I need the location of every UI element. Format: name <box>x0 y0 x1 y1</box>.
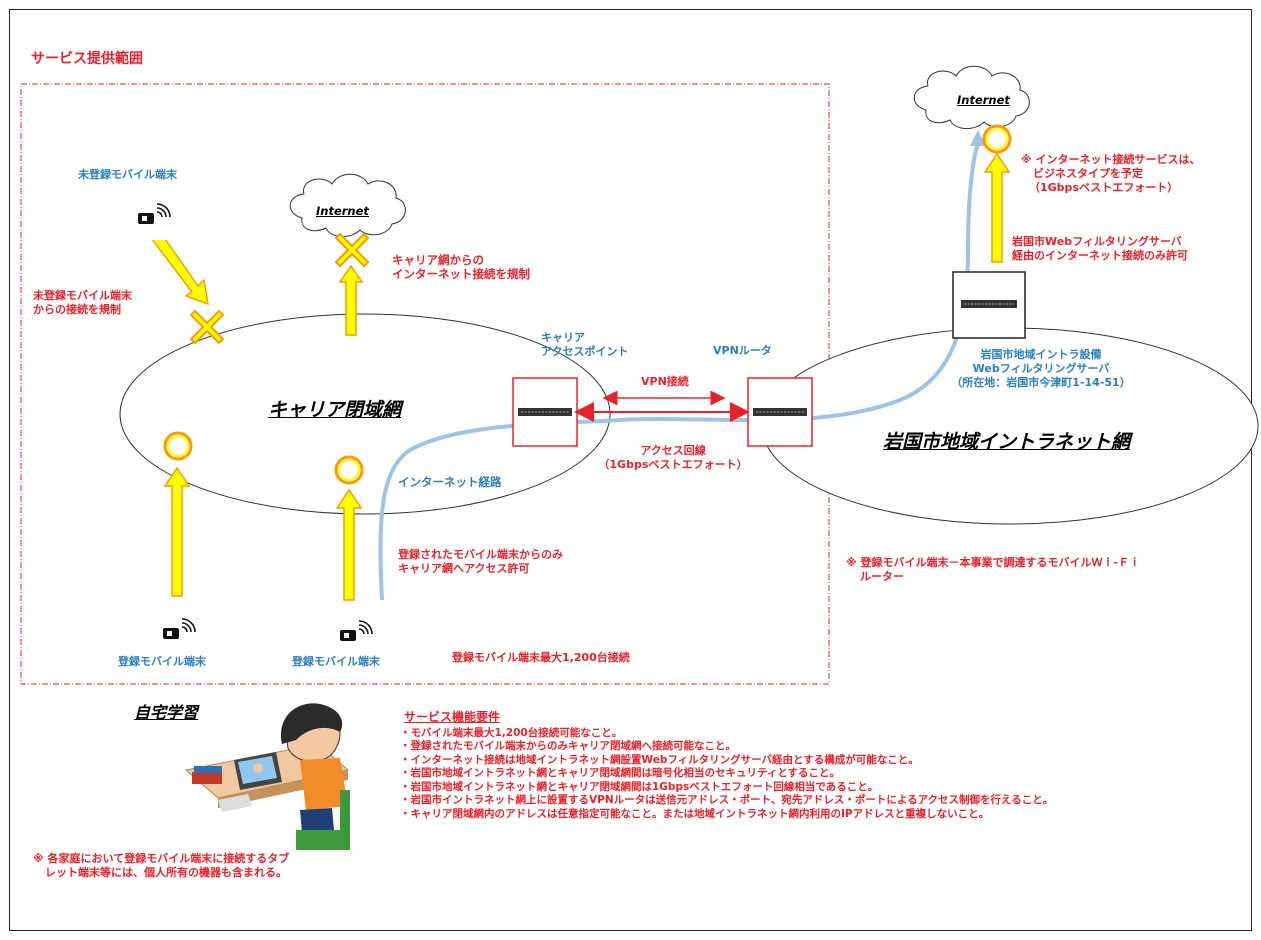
unregistered-device-icon <box>128 195 174 241</box>
router-note-line2: ルーター <box>860 569 904 583</box>
carrier-access-point-label: キャリア アクセスポイント <box>541 331 628 359</box>
home-study-note: ※ 各家庭において登録モバイル端末に接続するタブ レット端末等には、個人所有の機… <box>33 852 289 880</box>
registered-device-icon-1 <box>153 610 199 656</box>
server-label-line2: Webフィルタリングサーバ <box>972 361 1110 375</box>
diagram-frame <box>9 9 1252 931</box>
access-line-line2: （1Gbpsベストエフォート） <box>598 457 748 471</box>
requirement-item: ・キャリア閉域網内のアドレスは任意指定可能なこと。または地域イントラネット網内利… <box>400 807 990 820</box>
server-label-line3: （所在地：岩国市今津町1-14-51） <box>951 375 1131 389</box>
requirements-title: サービス機能要件 <box>404 710 501 724</box>
unregistered-block-note-line2: からの接続を規制 <box>33 302 121 316</box>
max-devices-note: 登録モバイル端末最大1,200台接続 <box>452 651 630 664</box>
requirement-item: ・岩国市イントラネット網上に設置するVPNルータは送信元アドレス・ポート、宛先ア… <box>400 794 1054 807</box>
internet-route-arrowhead <box>970 130 986 146</box>
home-study-title: 自宅学習 <box>134 703 199 722</box>
intranet-name: 岩国市地域イントラネット網 <box>883 431 1131 453</box>
requirement-item: ・登録されたモバイル端末からのみキャリア閉域網へ接続可能なこと。 <box>400 740 736 753</box>
ring-internet-top <box>982 124 1012 154</box>
internet-service-note-line1: ※ インターネット接続サービスは、 <box>1021 153 1201 166</box>
registered-device-icon-2 <box>330 612 376 658</box>
vpn-router-label: VPNルータ <box>713 344 772 357</box>
registered-access-note: 登録されたモバイル端末からのみ キャリア網へアクセス許可 <box>398 548 563 576</box>
ring-internet-top-inner <box>986 128 1008 150</box>
filter-note: 岩国市Webフィルタリングサーバ 経由のインターネット接続のみ許可 <box>1012 235 1188 263</box>
carrier-access-point-icon <box>512 377 578 447</box>
unregistered-device-label: 未登録モバイル端末 <box>78 168 177 181</box>
arrow-blocked-internet <box>338 264 364 336</box>
carrier-block-note: キャリア網からの インターネット接続を規制 <box>392 253 530 282</box>
carrier-network-name: キャリア閉域網 <box>268 399 402 421</box>
access-line-line1: アクセス回線 <box>640 444 706 457</box>
server-label: 岩国市地域イントラ設備 Webフィルタリングサーバ （所在地：岩国市今津町1-1… <box>946 348 1136 389</box>
router-note-line1: ※ 登録モバイル端末－本事業で調達するモバイルＷｉ-Ｆｉ <box>846 556 1141 569</box>
registered-access-note-line1: 登録されたモバイル端末からのみ <box>398 548 563 561</box>
internet-route-label: インターネット経路 <box>398 475 502 489</box>
web-filter-server-icon <box>952 271 1026 339</box>
ring-registered-2-inner <box>338 459 360 481</box>
internet-service-note: ※ インターネット接続サービスは、 ビジネスタイプを予定 （1Gbpsベストエフ… <box>1021 153 1201 194</box>
arrow-server-to-internet <box>983 152 1011 263</box>
ring-registered-1 <box>163 431 193 461</box>
carrier-access-point-line1: キャリア <box>541 331 585 344</box>
ring-registered-1-inner <box>167 435 189 457</box>
requirement-item: ・岩国市地域イントラネット網とキャリア閉域網間は1Gbpsベストエフォート回線相… <box>400 780 879 793</box>
filter-note-line2: 経由のインターネット接続のみ許可 <box>1012 248 1188 262</box>
router-note: ※ 登録モバイル端末－本事業で調達するモバイルＷｉ-Ｆｉ ルーター <box>846 556 1140 584</box>
home-study-note-line1: ※ 各家庭において登録モバイル端末に接続するタブ <box>33 852 290 865</box>
ring-registered-2 <box>334 455 364 485</box>
registered-device-label-1: 登録モバイル端末 <box>118 655 206 668</box>
carrier-access-point-line2: アクセスポイント <box>541 344 629 358</box>
carrier-block-note-line2: インターネット接続を規制 <box>392 267 530 282</box>
vpn-connection-label: VPN接続 <box>641 375 689 388</box>
home-study-note-line2: レット端末等には、個人所有の機器も含まれる。 <box>45 865 287 879</box>
arrow-registered-2 <box>335 488 363 601</box>
registered-access-note-line2: キャリア網へアクセス許可 <box>398 561 530 575</box>
internet-service-note-line3: （1Gbpsベストエフォート） <box>1029 180 1179 194</box>
unregistered-block-note-line1: 未登録モバイル端末 <box>33 289 132 302</box>
requirement-item: ・岩国市地域イントラネット網とキャリア閉域網間は暗号化相当のセキュリティとするこ… <box>400 767 841 780</box>
arrow-registered-1 <box>163 466 191 597</box>
internet-label-top: Internet <box>957 93 1010 107</box>
home-study-illustration <box>184 703 350 850</box>
service-area-title: サービス提供範囲 <box>31 51 143 67</box>
unregistered-block-note: 未登録モバイル端末 からの接続を規制 <box>33 289 132 317</box>
carrier-block-note-line1: キャリア網からの <box>392 253 484 267</box>
cloud-icon-carrier <box>289 173 406 237</box>
cloud-icon-top <box>913 65 1030 129</box>
requirements-list: ・モバイル端末最大1,200台接続可能なこと。 ・登録されたモバイル端末からのみ… <box>400 727 1053 821</box>
server-label-line1: 岩国市地域イントラ設備 <box>980 348 1102 361</box>
requirement-item: ・インターネット接続は地域イントラネット網設置Webフィルタリングサーバ経由とす… <box>400 753 919 766</box>
internet-label-carrier: Internet <box>316 204 369 218</box>
block-mark-internet <box>335 233 369 267</box>
access-line-label: アクセス回線 （1Gbpsベストエフォート） <box>583 444 763 472</box>
registered-device-label-2: 登録モバイル端末 <box>292 655 380 668</box>
internet-service-note-line2: ビジネスタイプを予定 <box>1033 166 1143 180</box>
filter-note-line1: 岩国市Webフィルタリングサーバ <box>1012 235 1182 248</box>
vpn-router-icon <box>747 377 813 447</box>
requirement-item: ・モバイル端末最大1,200台接続可能なこと。 <box>400 727 623 739</box>
